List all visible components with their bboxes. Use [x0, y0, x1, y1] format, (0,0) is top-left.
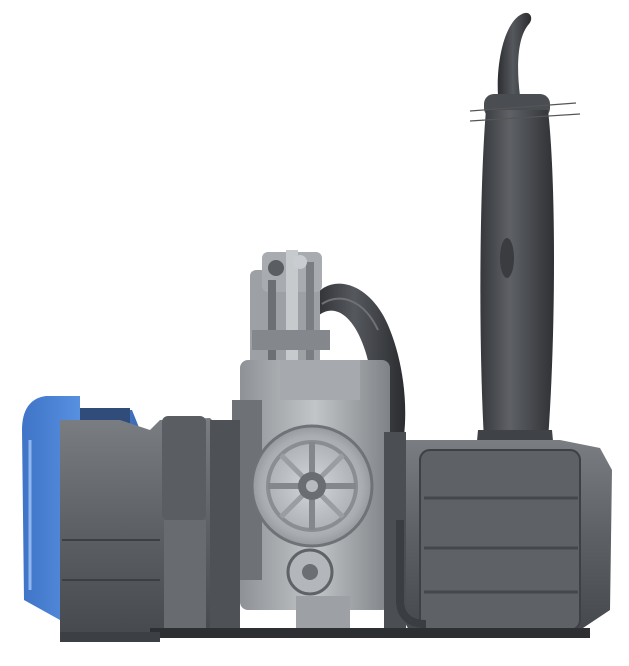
flywheel-face — [250, 424, 374, 548]
left-housing — [60, 416, 240, 640]
exhaust-stack — [469, 12, 581, 452]
base-frame — [60, 628, 590, 642]
right-housing — [384, 432, 612, 632]
crank-pulley — [286, 548, 350, 630]
